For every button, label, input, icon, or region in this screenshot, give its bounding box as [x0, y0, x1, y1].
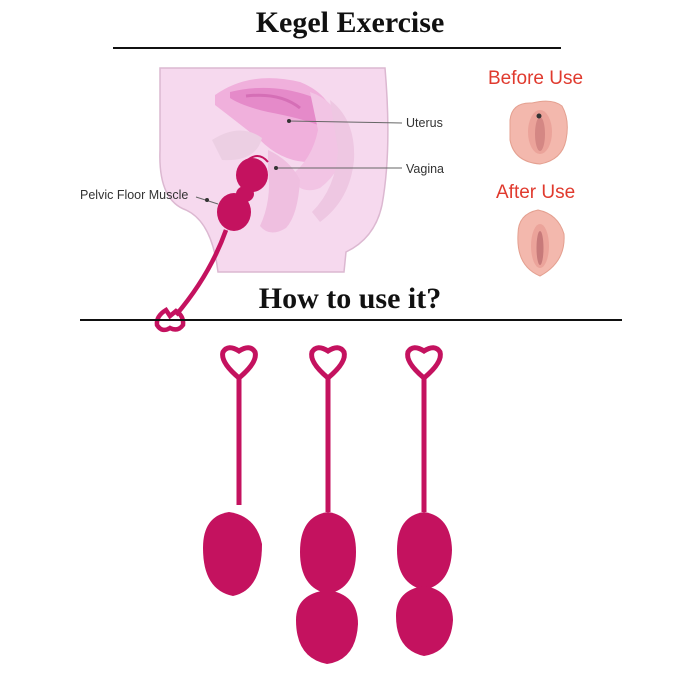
pelvic-floor-label: Pelvic Floor Muscle	[80, 188, 189, 202]
title-divider	[113, 47, 561, 49]
vagina-label: Vagina	[406, 162, 444, 176]
anatomy-diagram	[154, 67, 403, 333]
single-ball-product	[203, 345, 262, 596]
after-use-label: After Use	[496, 182, 576, 203]
uterus-label: Uterus	[406, 116, 443, 130]
page-title: Kegel Exercise	[255, 6, 445, 39]
before-use-label: Before Use	[488, 68, 584, 89]
double-ball-product-1	[296, 345, 358, 664]
section-title: How to use it?	[258, 282, 442, 315]
section-divider	[80, 319, 622, 321]
after-use-illustration	[517, 209, 565, 277]
double-ball-product-2	[396, 345, 453, 656]
before-use-illustration	[509, 100, 568, 165]
